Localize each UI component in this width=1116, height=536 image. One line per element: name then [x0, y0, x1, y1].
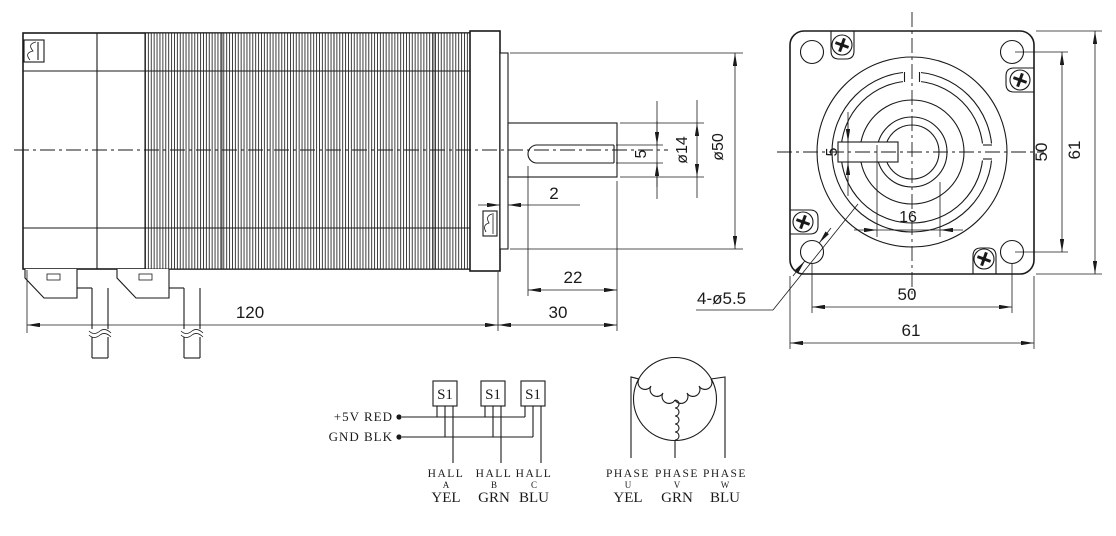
phase-lead-wire: BLU: [710, 490, 740, 506]
hall-output-phase: C: [531, 480, 537, 490]
hall-output-signal: HALL: [428, 468, 465, 480]
side-view-dimensions: 120 30 22 2 5 ø14 ø50: [26, 52, 743, 333]
dim-key-width: 5: [633, 149, 650, 158]
ground-terminal: [396, 434, 402, 440]
cover-screw-icon: [972, 247, 997, 274]
supply-label: +5V RED: [334, 409, 393, 424]
front-view: [777, 12, 1044, 300]
hall-sensor-circuit: S1 S1 S1 +5V RED GND BLK HALL A YEL HALL…: [329, 380, 553, 506]
cover-screw-icon: [830, 31, 855, 60]
keyway-slot: [527, 144, 614, 164]
phase-lead-signal: PHASE: [606, 468, 650, 480]
lead-w: [710, 376, 726, 458]
mounting-hole: [799, 239, 825, 265]
dim-body-length: 120: [236, 303, 264, 322]
phase-winding-circuit: PHASE U YEL PHASE V GRN PHASE W BLU: [606, 356, 747, 506]
phase-lead-phase: U: [625, 480, 632, 490]
dim-shaft-diameter: ø14: [674, 136, 691, 164]
cover-screw-icon: [1005, 67, 1034, 93]
hall-sensor-box: [432, 380, 458, 407]
note-mounting-holes: 4-ø5.5: [697, 289, 746, 308]
dim-front-key-width: 5: [824, 147, 841, 156]
hall-output-wire: BLU: [519, 490, 549, 506]
coil-u: [637, 378, 676, 404]
phase-lead-wire: YEL: [613, 490, 642, 506]
supply-terminal: [396, 414, 402, 420]
cooling-fins: [144, 32, 471, 270]
hall-output-phase: B: [491, 480, 497, 490]
dim-hole-spacing-vertical: 50: [1032, 143, 1051, 162]
front-view-dimensions: 5 16 50 61 50 61 4-ø5.5: [696, 30, 1102, 349]
hall-output-signal: HALL: [476, 468, 513, 480]
hall-output-phase: A: [443, 480, 450, 490]
sensor-label: S1: [525, 387, 541, 403]
mounting-hole: [799, 39, 825, 65]
dim-flange-width: 61: [902, 321, 921, 340]
phase-lead-signal: PHASE: [655, 468, 699, 480]
dim-pilot-diameter: ø50: [710, 133, 727, 161]
phase-lead-phase: W: [721, 480, 730, 490]
stator-circle: [632, 356, 718, 442]
flange-screw-icon: [482, 210, 498, 237]
coil-w: [674, 378, 713, 404]
coil-v: [674, 399, 680, 441]
hall-output-wire: GRN: [478, 490, 510, 506]
sensor-label: S1: [437, 387, 453, 403]
cover-screw-icon: [790, 209, 819, 235]
phase-lead-phase: V: [674, 480, 681, 490]
mounting-foot: [116, 269, 204, 359]
dim-boss-thickness: 2: [549, 184, 558, 203]
mounting-foot: [24, 269, 112, 359]
dim-hole-spacing-horizontal: 50: [898, 285, 917, 304]
dim-keyway-span: 16: [899, 209, 917, 226]
ground-label: GND BLK: [329, 429, 393, 444]
hall-sensor-box: [480, 380, 506, 407]
dim-shaft-length: 30: [549, 303, 568, 322]
pilot-boss: [499, 52, 509, 250]
rear-screw-icon: [23, 39, 45, 63]
lead-u: [630, 376, 640, 458]
phase-lead-signal: PHASE: [703, 468, 747, 480]
hall-output-wire: YEL: [431, 490, 460, 506]
side-view: [14, 30, 668, 359]
phase-lead-wire: GRN: [661, 490, 693, 506]
hall-output-signal: HALL: [516, 468, 553, 480]
dim-key-length: 22: [564, 268, 583, 287]
dim-flange-height: 61: [1065, 141, 1084, 160]
sensor-label: S1: [485, 387, 501, 403]
